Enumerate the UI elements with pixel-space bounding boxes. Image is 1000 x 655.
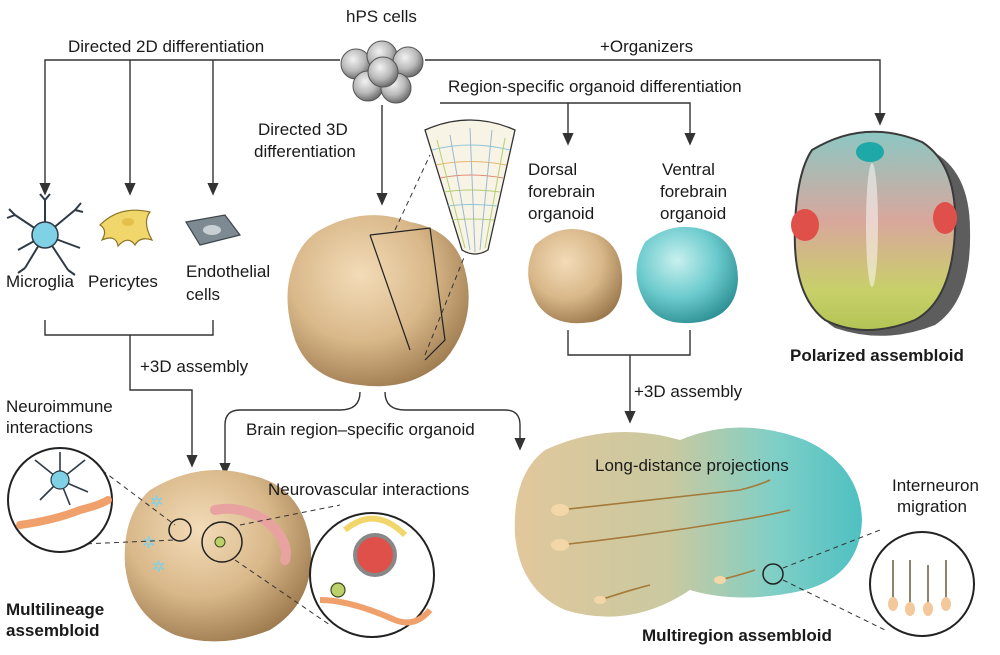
multilineage-assembloid-illustration: ✲ ✲ ✲ xyxy=(124,470,312,642)
assembly-right-label: +3D assembly xyxy=(634,382,743,401)
interneuron-label-line2: migration xyxy=(897,497,967,516)
directed-2d-label: Directed 2D differentiation xyxy=(68,37,265,56)
ventral-label-line1: Ventral xyxy=(662,160,715,179)
microglia-label: Microglia xyxy=(6,272,75,291)
central-organoid xyxy=(287,154,469,387)
interneuron-label-line1: Interneuron xyxy=(892,476,979,495)
hps-cells-label: hPS cells xyxy=(346,7,417,26)
ventral-label-line2: forebrain xyxy=(660,182,728,201)
neuroimmune-label-line2: interactions xyxy=(6,418,93,437)
svg-text:✲: ✲ xyxy=(150,494,163,511)
dorsal-organoid xyxy=(528,228,623,324)
neurovascular-label: Neurovascular interactions xyxy=(268,480,470,499)
endothelial-label-line2: cells xyxy=(186,285,221,304)
svg-text:✲: ✲ xyxy=(152,559,165,576)
dorsal-label-line2: forebrain xyxy=(528,182,596,201)
neurovascular-zoom-circle xyxy=(234,504,435,638)
neuroimmune-zoom-circle xyxy=(7,447,176,553)
polarized-assembloid-illustration xyxy=(791,130,971,336)
cortical-slice-wedge xyxy=(424,119,516,255)
multilineage-title-line1: Multilineage xyxy=(6,600,105,619)
svg-text:✲: ✲ xyxy=(142,535,155,552)
dorsal-label-line1: Dorsal xyxy=(528,160,578,179)
brain-region-label: Brain region–specific organoid xyxy=(246,420,475,439)
hps-cells-cluster xyxy=(340,40,424,104)
multiregion-assembloid-illustration xyxy=(514,427,862,617)
dorsal-label-line3: organoid xyxy=(528,204,595,223)
assembly-left-label: +3D assembly xyxy=(140,357,249,376)
polarized-assembloid-title: Polarized assembloid xyxy=(790,346,964,365)
ventral-label-line3: organoid xyxy=(660,204,727,223)
directed-3d-label-line2: differentiation xyxy=(254,142,356,161)
pericytes-label: Pericytes xyxy=(88,272,158,291)
region-specific-label: Region-specific organoid differentiation xyxy=(448,77,742,96)
endothelial-label-line1: Endothelial xyxy=(186,262,271,281)
neuroimmune-label-line1: Neuroimmune xyxy=(6,397,113,416)
arrows xyxy=(39,59,886,476)
multiregion-title: Multiregion assembloid xyxy=(642,626,832,645)
microglia-illustration xyxy=(6,193,84,276)
multilineage-title-line2: assembloid xyxy=(6,621,100,640)
long-distance-label: Long-distance projections xyxy=(595,456,789,475)
organizers-label: +Organizers xyxy=(600,37,694,56)
endothelial-cell-illustration xyxy=(185,214,242,246)
interneuron-zoom-circle xyxy=(782,529,975,637)
directed-3d-label-line1: Directed 3D xyxy=(258,120,348,139)
ventral-organoid xyxy=(636,226,738,324)
pericyte-illustration xyxy=(99,209,154,248)
